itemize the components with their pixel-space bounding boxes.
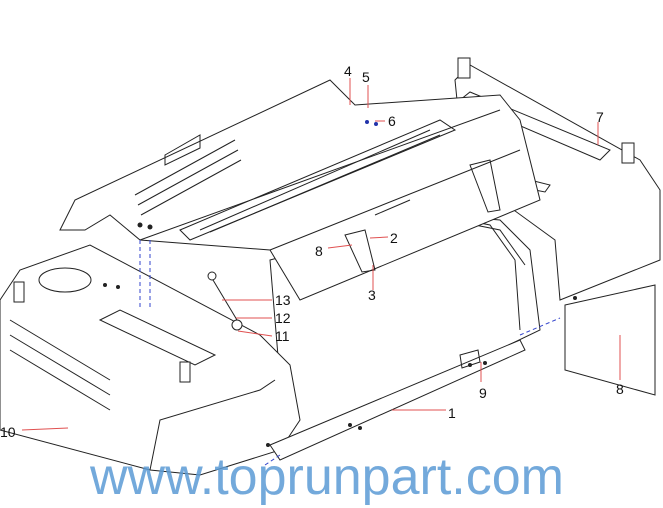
callout-11: 11 — [275, 328, 290, 344]
callout-6: 6 — [388, 113, 396, 129]
callout-13: 13 — [275, 292, 291, 308]
part-10-front-hood — [0, 244, 301, 476]
part-8-side-panel — [564, 284, 656, 396]
part-13-link-rod — [207, 271, 243, 331]
callout-5: 5 — [362, 69, 370, 85]
callout-2: 2 — [390, 230, 398, 246]
callout-12: 12 — [275, 310, 291, 326]
callout-10: 10 — [0, 424, 16, 440]
part-1-frame-bar — [269, 339, 526, 461]
callout-1: 1 — [448, 405, 456, 421]
callout-8-hinge: 8 — [315, 243, 323, 259]
step-plate — [179, 119, 457, 241]
callout-8-panel: 8 — [616, 381, 624, 397]
bolts — [103, 120, 577, 447]
callout-9: 9 — [479, 385, 487, 401]
callout-3: 3 — [368, 287, 376, 303]
leader-lines — [21, 78, 621, 431]
callout-4: 4 — [344, 63, 352, 79]
vent-slots — [134, 139, 242, 216]
part-4-top-hood — [59, 79, 541, 301]
watermark: www.toprunpart.com — [89, 448, 564, 506]
callout-7: 7 — [596, 109, 604, 125]
